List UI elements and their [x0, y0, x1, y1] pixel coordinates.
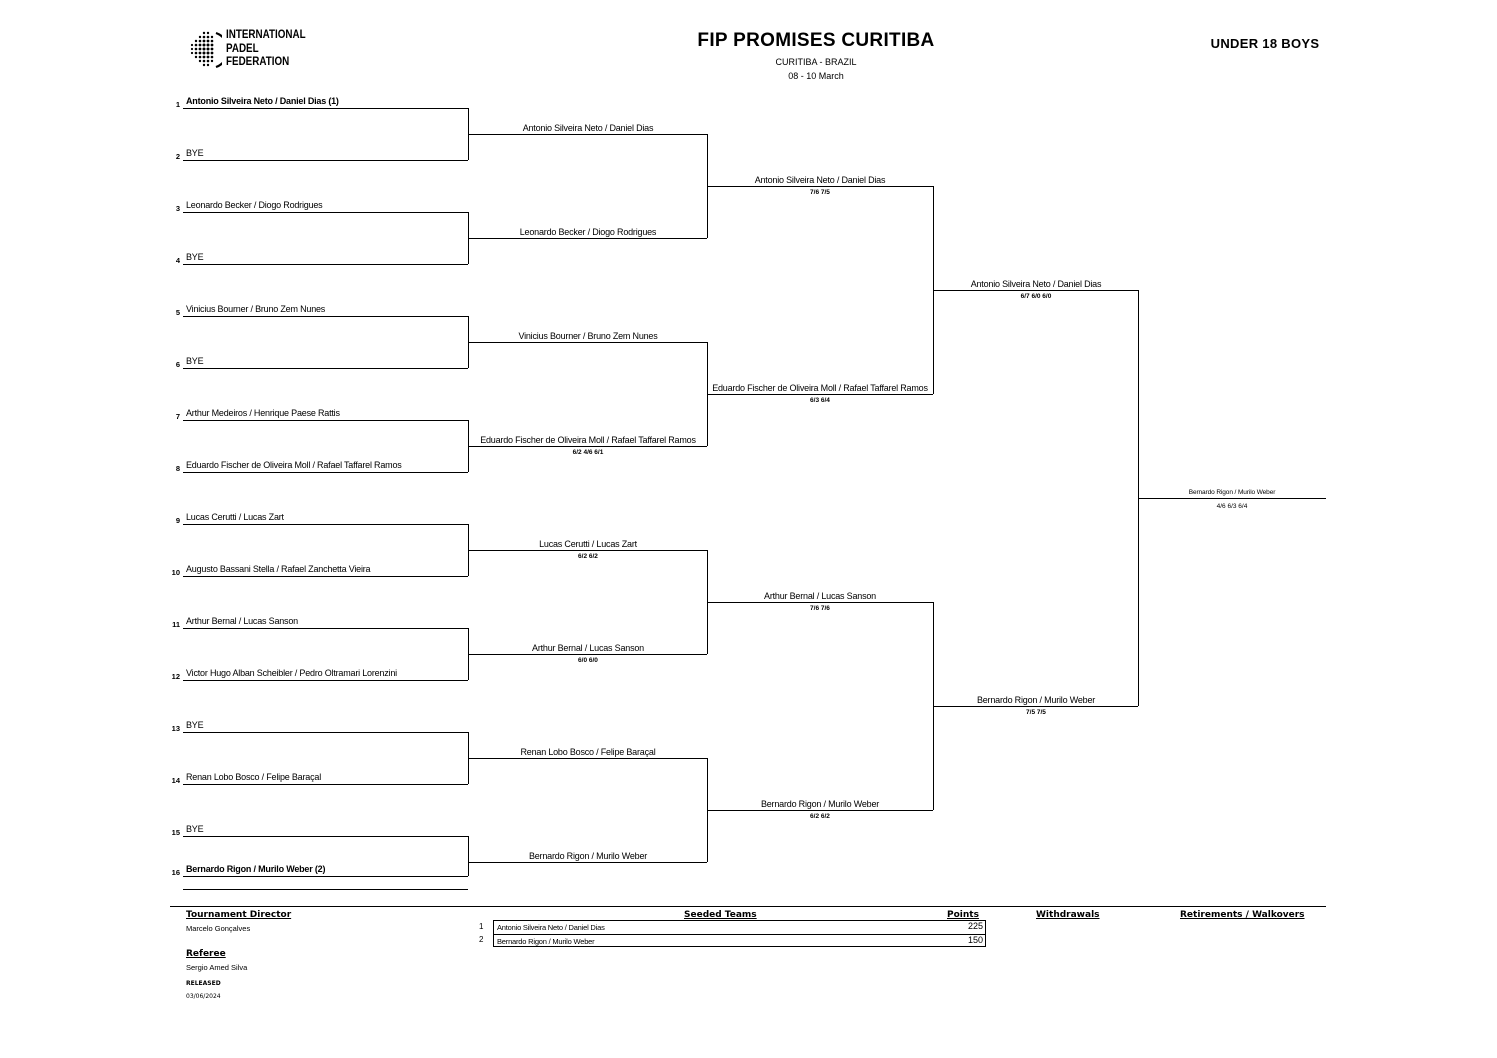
- first-round-entry: BYE: [186, 824, 204, 834]
- round2-winner: Renan Lobo Bosco / Felipe Baraçal: [520, 746, 656, 757]
- first-round-entry: BYE: [186, 720, 204, 730]
- seed-team: Antonio Silveira Neto / Daniel Dias: [497, 923, 605, 932]
- tournament-director-heading: Tournament Director: [186, 910, 292, 920]
- final-score: 4/6 6/3 6/4: [1216, 503, 1248, 510]
- released-date: 03/06/2024: [186, 993, 221, 1000]
- seed-slot-number: 8: [175, 464, 180, 473]
- logo-line-3: FEDERATION: [226, 54, 290, 68]
- match-score: 7/6 7/6: [810, 604, 830, 612]
- semifinal-winner: Bernardo Rigon / Murilo Weber: [976, 694, 1096, 705]
- padel-ball-logo-icon: [190, 31, 230, 69]
- seed-number: 1: [479, 922, 484, 931]
- seed-number: 2: [479, 935, 484, 944]
- champion: Bernardo Rigon / Murilo Weber: [1188, 489, 1276, 496]
- seed-slot-number: 16: [171, 868, 180, 877]
- seed-slot-number: 15: [171, 828, 180, 837]
- seed-slot-number: 2: [175, 152, 180, 161]
- quarterfinal-winner: Antonio Silveira Neto / Daniel Dias: [754, 174, 886, 185]
- match-score: 6/2 6/2: [810, 812, 830, 820]
- retirements-heading: Retirements / Walkovers: [1180, 910, 1305, 920]
- first-round-entry: Augusto Bassani Stella / Rafael Zanchett…: [186, 564, 371, 574]
- first-round-entry: Vinicius Bourner / Bruno Zem Nunes: [186, 304, 326, 314]
- draw-category: UNDER 18 BOYS: [1210, 36, 1320, 51]
- seed-slot-number: 11: [172, 620, 180, 629]
- logo-line-2: PADEL: [226, 40, 259, 55]
- quarterfinal-winner: Arthur Bernal / Lucas Sanson: [764, 590, 876, 601]
- first-round-entry: BYE: [186, 252, 204, 262]
- seed-slot-number: 9: [175, 516, 180, 525]
- first-round-entry: Antonio Silveira Neto / Daniel Dias (1): [186, 96, 339, 106]
- seed-slot-number: 10: [171, 568, 180, 577]
- match-score: 6/2 4/6 6/1: [572, 448, 604, 456]
- seed-team: Bernardo Rigon / Murilo Weber: [497, 937, 595, 946]
- semifinal-winner: Antonio Silveira Neto / Daniel Dias: [970, 278, 1102, 289]
- seed-slot-number: 7: [175, 412, 180, 421]
- first-round-entry: Arthur Bernal / Lucas Sanson: [186, 616, 298, 626]
- tournament-location: CURITIBA - BRAZIL: [775, 57, 857, 67]
- released-label: RELEASED: [186, 980, 221, 987]
- first-round-entry: Bernardo Rigon / Murilo Weber (2): [186, 864, 326, 874]
- seed-slot-number: 13: [171, 724, 180, 733]
- seed-points: 150: [967, 935, 983, 945]
- seed-slot-number: 6: [175, 360, 180, 369]
- round2-winner: Lucas Cerutti / Lucas Zart: [539, 538, 637, 549]
- match-score: 7/5 7/5: [1026, 708, 1046, 716]
- seeded-teams-table: Antonio Silveira Neto / Daniel Dias 225 …: [493, 920, 986, 947]
- referee-name: Sergio Amed Silva: [186, 963, 248, 972]
- referee-heading: Referee: [186, 949, 226, 959]
- match-score: 6/0 6/0: [578, 656, 598, 664]
- seed-slot-number: 1: [175, 100, 180, 109]
- fip-logo: INTERNATIONAL PADEL FEDERATION: [186, 27, 316, 73]
- footer-divider: [170, 906, 1326, 907]
- seed-row: Bernardo Rigon / Murilo Weber 150: [494, 934, 985, 948]
- first-round-entry: BYE: [186, 148, 204, 158]
- round2-winner: Vinicius Bourner / Bruno Zem Nunes: [518, 330, 658, 341]
- match-score: 6/7 6/0 6/0: [1020, 292, 1052, 300]
- round2-winner: Bernardo Rigon / Murilo Weber: [528, 850, 648, 861]
- round2-winner: Eduardo Fischer de Oliveira Moll / Rafae…: [480, 434, 696, 445]
- first-round-entry: BYE: [186, 356, 204, 366]
- withdrawals-heading: Withdrawals: [1036, 910, 1100, 920]
- tournament-title: FIP PROMISES CURITIBA: [697, 30, 935, 51]
- tournament-director-name: Marcelo Gonçalves: [186, 924, 251, 933]
- quarterfinal-winner: Bernardo Rigon / Murilo Weber: [760, 798, 880, 809]
- seed-slot-number: 4: [175, 256, 180, 265]
- seed-slot-number: 12: [171, 672, 180, 681]
- logo-line-1: INTERNATIONAL: [226, 27, 306, 41]
- seed-slot-number: 14: [171, 776, 180, 785]
- seed-row: Antonio Silveira Neto / Daniel Dias 225: [494, 921, 985, 934]
- round2-winner: Antonio Silveira Neto / Daniel Dias: [522, 122, 654, 133]
- seed-slot-number: 3: [175, 204, 180, 213]
- first-round-entry: Eduardo Fischer de Oliveira Moll / Rafae…: [186, 460, 402, 470]
- first-round-entry: Victor Hugo Alban Scheibler / Pedro Oltr…: [186, 668, 397, 678]
- match-score: 7/6 7/5: [810, 188, 830, 196]
- tournament-dates: 08 - 10 March: [788, 71, 844, 81]
- round2-winner: Arthur Bernal / Lucas Sanson: [532, 642, 644, 653]
- first-round-entry: Leonardo Becker / Diogo Rodrigues: [186, 200, 323, 210]
- match-score: 6/3 6/4: [810, 396, 830, 404]
- quarterfinal-winner: Eduardo Fischer de Oliveira Moll / Rafae…: [712, 382, 928, 393]
- seed-slot-number: 5: [175, 308, 180, 317]
- points-heading: Points: [947, 910, 979, 920]
- first-round-entry: Lucas Cerutti / Lucas Zart: [186, 512, 284, 522]
- match-score: 6/2 6/2: [578, 552, 598, 560]
- logo-wordmark: INTERNATIONAL PADEL FEDERATION: [226, 27, 306, 69]
- seeded-teams-heading: Seeded Teams: [684, 910, 757, 920]
- round2-winner: Leonardo Becker / Diogo Rodrigues: [519, 226, 657, 237]
- first-round-entry: Renan Lobo Bosco / Felipe Baraçal: [186, 772, 321, 782]
- first-round-entry: Arthur Medeiros / Henrique Paese Rattis: [186, 408, 340, 418]
- seed-points: 225: [967, 921, 983, 931]
